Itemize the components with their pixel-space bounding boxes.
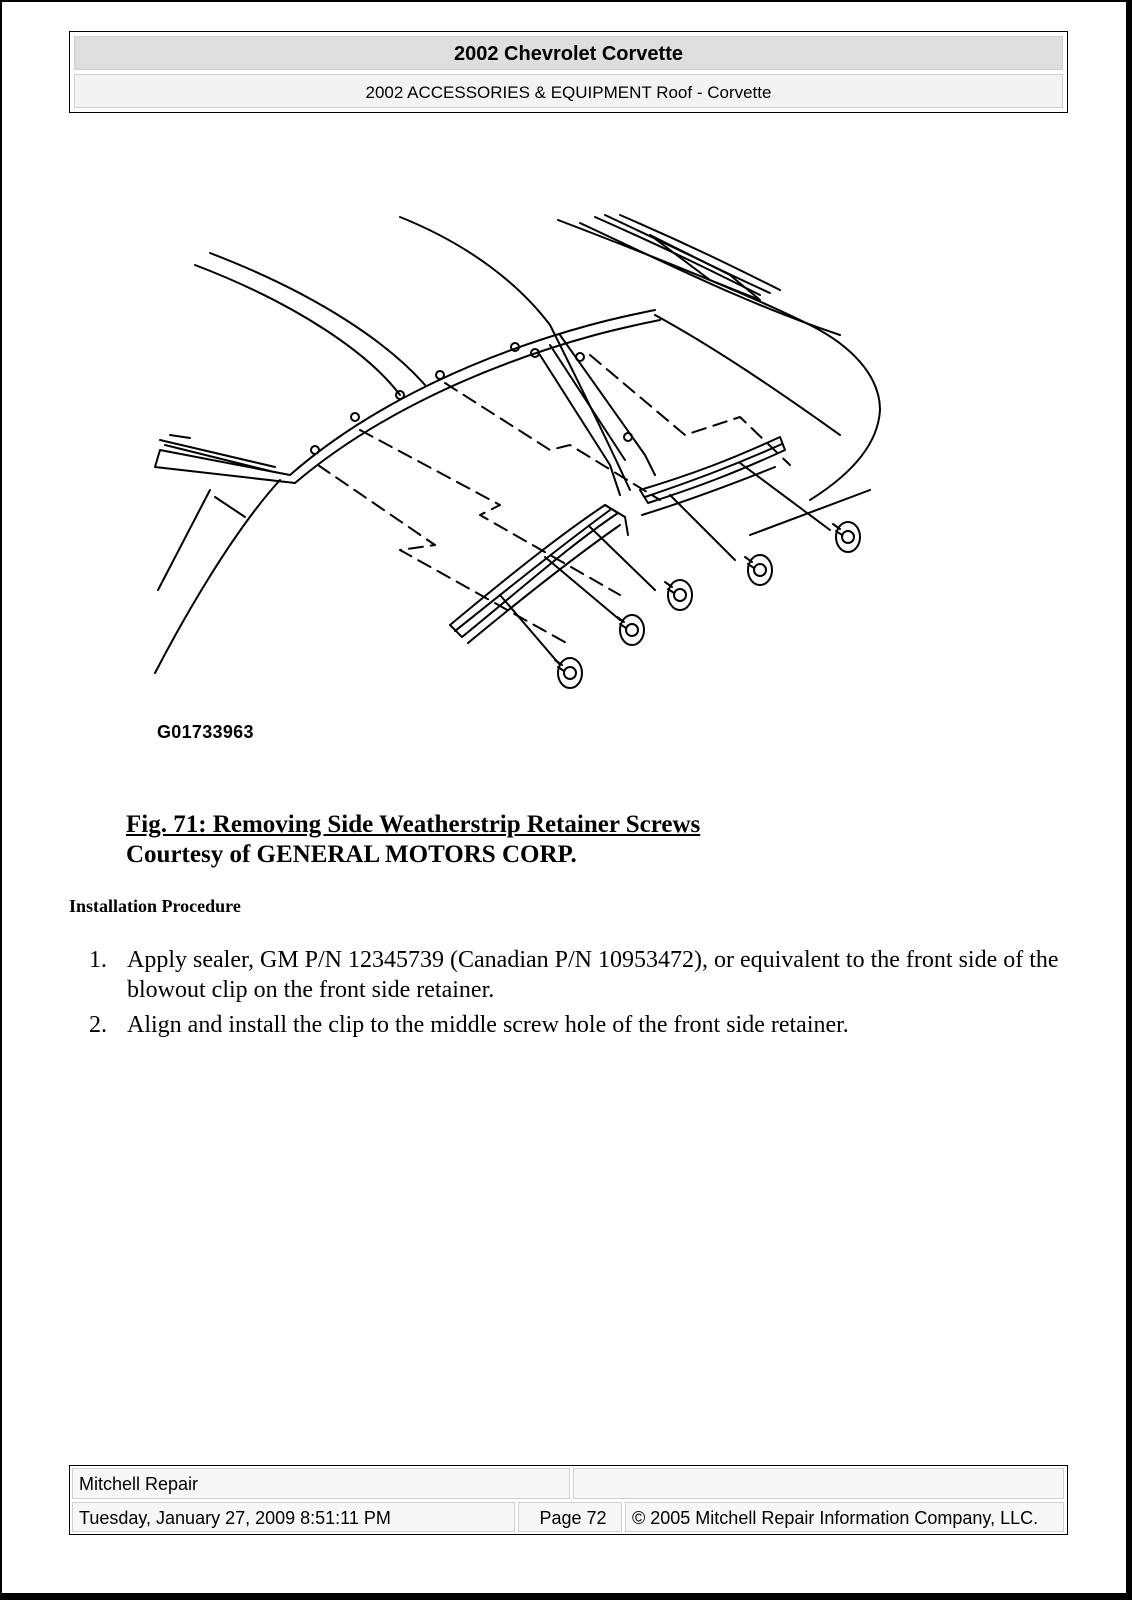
footer-blank-cell (573, 1468, 1064, 1499)
list-item: 1. Apply sealer, GM P/N 12345739 (Canadi… (69, 945, 1059, 1005)
footer-copyright: © 2005 Mitchell Repair Information Compa… (625, 1502, 1064, 1532)
step-number: 2. (89, 1012, 107, 1038)
figure-caption-title: Fig. 71: Removing Side Weatherstrip Reta… (126, 811, 701, 838)
step-text: Align and install the clip to the middle… (127, 1012, 849, 1038)
page-footer: Mitchell Repair Tuesday, January 27, 200… (69, 1465, 1068, 1535)
footer-page-number: Page 72 (518, 1502, 622, 1532)
list-item: 2. Align and install the clip to the mid… (69, 1010, 1059, 1040)
step-number: 1. (89, 947, 107, 973)
figure-caption: Fig. 71: Removing Side Weatherstrip Reta… (126, 810, 700, 870)
figure-id-label: G01733963 (157, 722, 254, 742)
weatherstrip-retainer-illustration (150, 205, 910, 750)
footer-datetime: Tuesday, January 27, 2009 8:51:11 PM (72, 1502, 515, 1532)
footer-company: Mitchell Repair (72, 1468, 570, 1499)
section-heading: Installation Procedure (69, 896, 241, 916)
step-text: Apply sealer, GM P/N 12345739 (Canadian … (127, 947, 1059, 1003)
header-title: 2002 Chevrolet Corvette (74, 36, 1063, 70)
header-subtitle: 2002 ACCESSORIES & EQUIPMENT Roof - Corv… (74, 74, 1063, 108)
page-header: 2002 Chevrolet Corvette 2002 ACCESSORIES… (69, 31, 1068, 113)
procedure-steps: 1. Apply sealer, GM P/N 12345739 (Canadi… (69, 945, 1059, 1045)
figure-courtesy: Courtesy of GENERAL MOTORS CORP. (126, 841, 577, 868)
